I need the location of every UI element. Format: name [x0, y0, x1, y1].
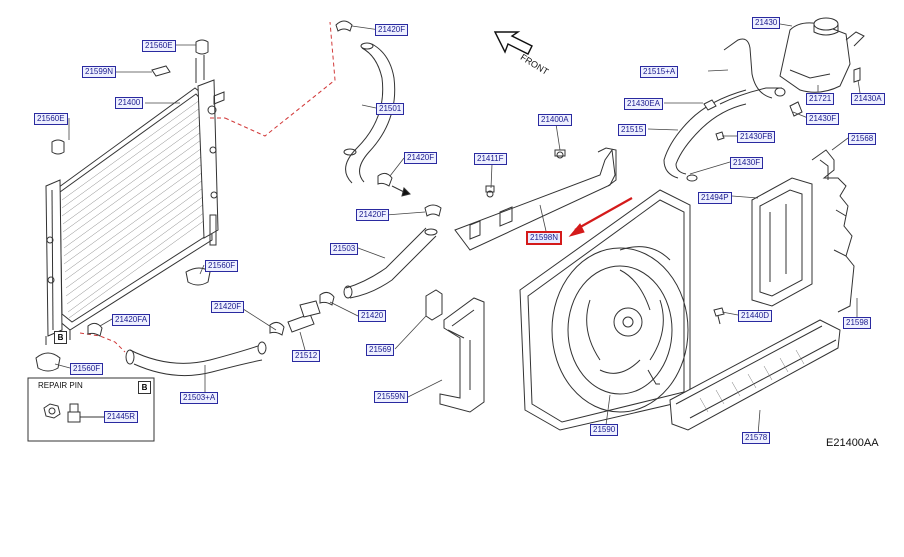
- label-21420F-top[interactable]: 21420F: [375, 24, 409, 36]
- label-21569[interactable]: 21569: [366, 344, 395, 356]
- bracket-21569-drawing: [425, 289, 485, 413]
- label-21515A[interactable]: 21515+A: [640, 66, 679, 78]
- label-21568[interactable]: 21568: [848, 133, 877, 145]
- label-21420F-lower[interactable]: 21420F: [211, 301, 245, 313]
- reservoir-tank-drawing: [779, 17, 865, 93]
- front-arrow: [493, 31, 533, 55]
- air-guide-21578-drawing: [669, 319, 841, 431]
- label-21430A[interactable]: 21430A: [851, 93, 885, 105]
- upper-hose-drawing: [335, 20, 396, 187]
- box-b-marker-repair: B: [138, 381, 151, 394]
- label-21430[interactable]: 21430: [752, 17, 781, 29]
- radiator-drawing: [45, 55, 225, 345]
- label-21503[interactable]: 21503: [330, 243, 359, 255]
- label-21512[interactable]: 21512: [292, 350, 321, 362]
- mid-hose-drawing: [343, 204, 442, 299]
- label-21420-right[interactable]: 21420: [358, 310, 387, 322]
- diagram-code: E21400AA: [826, 437, 879, 449]
- label-21598[interactable]: 21598: [843, 317, 872, 329]
- label-21494P[interactable]: 21494P: [698, 192, 732, 204]
- label-21400A[interactable]: 21400A: [538, 114, 572, 126]
- repair-pin-drawing: [43, 403, 104, 423]
- label-21400[interactable]: 21400: [115, 97, 144, 109]
- label-21590[interactable]: 21590: [590, 424, 619, 436]
- label-21503A[interactable]: 21503+A: [180, 392, 219, 404]
- label-21559N[interactable]: 21559N: [374, 391, 409, 403]
- label-21445R[interactable]: 21445R: [104, 411, 139, 423]
- label-21598N-highlighted[interactable]: 21598N: [526, 231, 563, 245]
- label-21430FB[interactable]: 21430FB: [737, 131, 776, 143]
- label-21430F-mid[interactable]: 21430F: [730, 157, 764, 169]
- label-21420F-mid[interactable]: 21420F: [404, 152, 438, 164]
- label-21440D[interactable]: 21440D: [738, 310, 773, 322]
- lower-hose-drawing: [87, 322, 267, 377]
- label-21560E-left[interactable]: 21560E: [34, 113, 68, 125]
- label-21578[interactable]: 21578: [742, 432, 771, 444]
- label-21560F-mid[interactable]: 21560F: [205, 260, 239, 272]
- arrow-line: [391, 185, 405, 193]
- joint-pipe-drawing: [269, 291, 335, 336]
- highlight-arrow: [568, 197, 633, 237]
- label-21560F-bottom[interactable]: 21560F: [70, 363, 104, 375]
- label-21420FA[interactable]: 21420FA: [112, 314, 151, 326]
- label-21560E-top[interactable]: 21560E: [142, 40, 176, 52]
- label-21721[interactable]: 21721: [806, 93, 835, 105]
- label-21411F[interactable]: 21411F: [474, 153, 507, 165]
- label-21430F-top[interactable]: 21430F: [806, 113, 840, 125]
- repair-pin-box: [27, 377, 155, 442]
- connection-dashes: [79, 21, 336, 353]
- label-21501[interactable]: 21501: [376, 103, 405, 115]
- label-21420F-left[interactable]: 21420F: [356, 209, 390, 221]
- box-b-marker-radiator: B: [54, 331, 67, 344]
- label-21599N[interactable]: 21599N: [82, 66, 117, 78]
- reservoir-hoses-drawing: [663, 38, 861, 182]
- small-arrow: [401, 187, 411, 197]
- label-21430EA[interactable]: 21430EA: [624, 98, 663, 110]
- fan-shroud-drawing: [519, 189, 691, 431]
- label-21515[interactable]: 21515: [618, 124, 647, 136]
- bolt-21440D-drawing: [713, 307, 725, 325]
- repair-pin-title: REPAIR PIN: [38, 381, 83, 390]
- leader-lines: [54, 21, 861, 436]
- bracket-21568-drawing: [811, 149, 855, 313]
- bracket-21494P-drawing: [751, 177, 813, 307]
- bracket-21598N-drawing: [454, 147, 617, 251]
- grommets-drawing: [35, 39, 211, 372]
